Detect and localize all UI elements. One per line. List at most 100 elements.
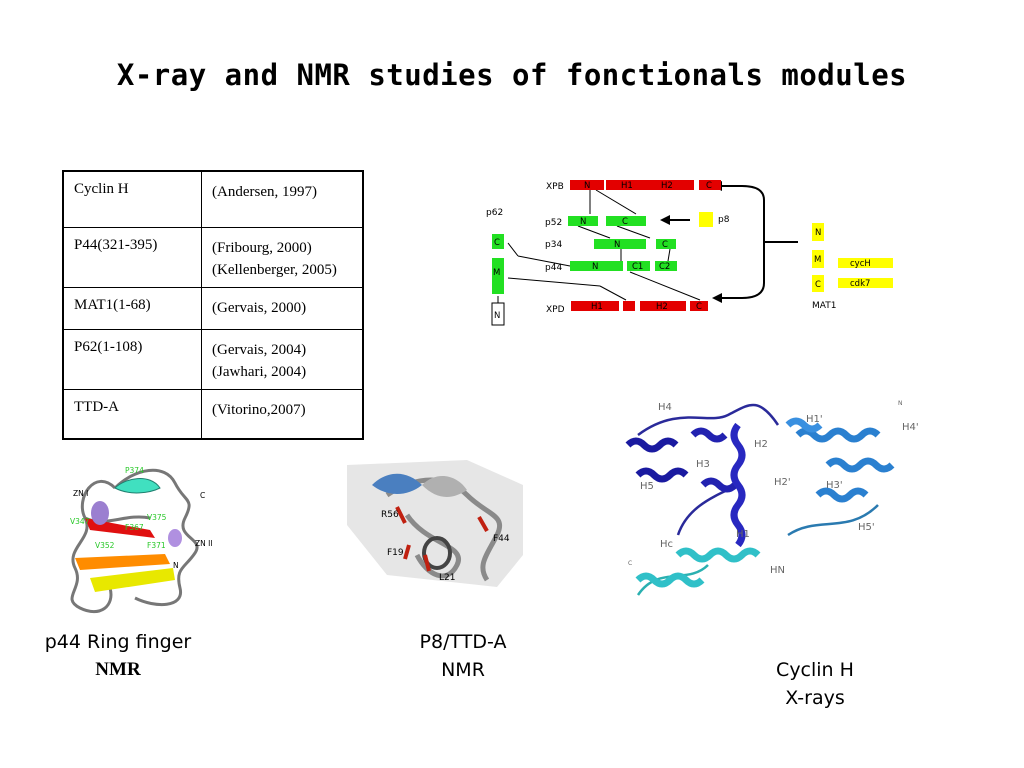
p52-bar bbox=[568, 216, 646, 226]
helix-label: H5' bbox=[858, 522, 875, 533]
helix-label: H2' bbox=[774, 477, 791, 488]
xpb-domains: N H1 H2 C bbox=[584, 181, 712, 191]
p8-ttda-structure: R56 F19 L21 F44 bbox=[347, 460, 523, 587]
structure-label: V347 bbox=[70, 517, 90, 526]
domain-label: M bbox=[493, 268, 500, 278]
reference-cell: (Gervais, 2004) (Jawhari, 2004) bbox=[201, 328, 364, 390]
table-row: MAT1(1-68) (Gervais, 2000) bbox=[62, 286, 364, 330]
domain-label: H1 bbox=[591, 302, 603, 312]
helix-grey bbox=[422, 475, 467, 497]
table-row: TTD-A (Vitorino,2007) bbox=[62, 388, 364, 440]
reference-text: (Gervais, 2000) bbox=[212, 299, 307, 316]
caption-line: p44 Ring finger bbox=[44, 631, 192, 653]
structure-label: C bbox=[200, 491, 205, 500]
xpd-bar bbox=[571, 301, 708, 311]
domain-label: C bbox=[494, 238, 500, 248]
zinc-site-2 bbox=[168, 529, 182, 547]
reference-text: (Kellenberger, 2005) bbox=[212, 261, 337, 278]
domain-label: N bbox=[815, 228, 821, 238]
structure-label: P374 bbox=[125, 466, 144, 475]
helix-label: HN bbox=[770, 565, 785, 576]
cdk7-label: cdk7 bbox=[850, 279, 870, 289]
reference-text: (Andersen, 1997) bbox=[212, 184, 317, 200]
mat1-bar bbox=[812, 223, 824, 292]
p34-domains: N C bbox=[614, 240, 668, 250]
reference-text: (Fribourg, 2000) bbox=[212, 239, 312, 256]
domain-label: C bbox=[662, 240, 668, 250]
cyclin-h-structure: H4 H3 H5 H2 H1 Hc HN H1' H2' H3' H4' H5'… bbox=[625, 400, 919, 596]
structure-label: ZN I bbox=[73, 489, 88, 498]
terminus-label: N bbox=[898, 400, 903, 407]
p44-ring-finger-structure: ZN I C ZN II N P374 V347 V375 F367 V352 … bbox=[70, 466, 213, 614]
p52-domains: N C bbox=[580, 217, 628, 227]
domain-label: H2 bbox=[661, 181, 673, 191]
helix-label: H1' bbox=[806, 414, 823, 425]
cyclin-caption: Cyclin H X-rays bbox=[740, 656, 890, 712]
helix-label: Hc bbox=[660, 539, 673, 550]
p44-label: p44 bbox=[545, 263, 562, 273]
domain-label: N bbox=[580, 217, 586, 227]
cdk7-box bbox=[838, 278, 893, 288]
slide-title: X-ray and NMR studies of fonctionals mod… bbox=[116, 58, 908, 92]
domain-label: N bbox=[592, 262, 598, 272]
table-row: P44(321-395) (Fribourg, 2000) (Kellenber… bbox=[62, 226, 364, 288]
structure-label: V352 bbox=[95, 541, 115, 550]
structure-label: L21 bbox=[439, 573, 455, 583]
domain-label: N bbox=[584, 181, 590, 191]
mat1-domains: N M C bbox=[814, 228, 821, 290]
domain-label: C bbox=[815, 280, 821, 290]
domain-label: C1 bbox=[632, 262, 643, 272]
helix-label: H5 bbox=[640, 481, 654, 492]
structure-label: F367 bbox=[125, 523, 144, 532]
helix-label: H1 bbox=[736, 529, 750, 540]
p8-label: p8 bbox=[718, 215, 730, 225]
bracket-arrows bbox=[668, 185, 798, 299]
caption-line: NMR bbox=[95, 659, 141, 680]
terminal-helices bbox=[635, 547, 761, 588]
reference-table: Cyclin H (Andersen, 1997) P44(321-395) (… bbox=[62, 170, 364, 440]
reference-cell: (Fribourg, 2000) (Kellenberger, 2005) bbox=[201, 226, 364, 288]
reference-text: (Vitorino,2007) bbox=[212, 401, 306, 418]
terminus-label: C bbox=[628, 560, 632, 567]
xpb-label: XPB bbox=[546, 182, 564, 192]
p62-label: p62 bbox=[486, 208, 503, 218]
structure-label: F19 bbox=[387, 548, 404, 558]
reference-cell: (Gervais, 2000) bbox=[201, 286, 364, 330]
reference-text: (Gervais, 2004) bbox=[212, 341, 307, 358]
domain-label: C bbox=[696, 302, 702, 312]
xpd-label: XPD bbox=[546, 305, 565, 315]
side-chains bbox=[395, 506, 489, 572]
module-cell: P44(321-395) bbox=[62, 226, 202, 288]
helix-label: H2 bbox=[754, 439, 768, 450]
p44-bar bbox=[570, 261, 677, 271]
n-terminal-helices bbox=[625, 422, 746, 548]
p44-domains: N C1 C2 bbox=[592, 262, 670, 272]
p34-bar bbox=[594, 239, 676, 249]
strand-yellow bbox=[90, 568, 175, 592]
caption-line: NMR bbox=[441, 659, 485, 681]
structure-label: V375 bbox=[147, 513, 167, 522]
helix-label: H4 bbox=[658, 402, 672, 413]
helix-cyan bbox=[114, 478, 161, 494]
domain-label: N bbox=[494, 311, 500, 321]
table-row: P62(1-108) (Gervais, 2004) (Jawhari, 200… bbox=[62, 328, 364, 390]
helix-label: H3' bbox=[826, 480, 843, 491]
module-cell: P62(1-108) bbox=[62, 328, 202, 390]
xpd-domains: H1 H2 C bbox=[591, 302, 702, 312]
p8-caption: P8/TTD-A NMR bbox=[380, 628, 546, 684]
c-terminal-helices bbox=[785, 417, 895, 503]
caption-line: X-rays bbox=[785, 687, 845, 709]
connector-lines bbox=[497, 189, 701, 303]
p62-bar bbox=[491, 234, 505, 326]
p52-label: p52 bbox=[545, 218, 562, 228]
p62-domains: C M N bbox=[493, 238, 500, 321]
reference-cell: (Vitorino,2007) bbox=[201, 388, 364, 440]
domain-label: H1 bbox=[621, 181, 633, 191]
structure-label: N bbox=[173, 561, 179, 570]
xpb-bar bbox=[570, 180, 721, 190]
structure-label: F371 bbox=[147, 541, 166, 550]
domain-label: C2 bbox=[659, 262, 670, 272]
structure-label: F44 bbox=[493, 534, 510, 544]
domain-label: H2 bbox=[656, 302, 668, 312]
